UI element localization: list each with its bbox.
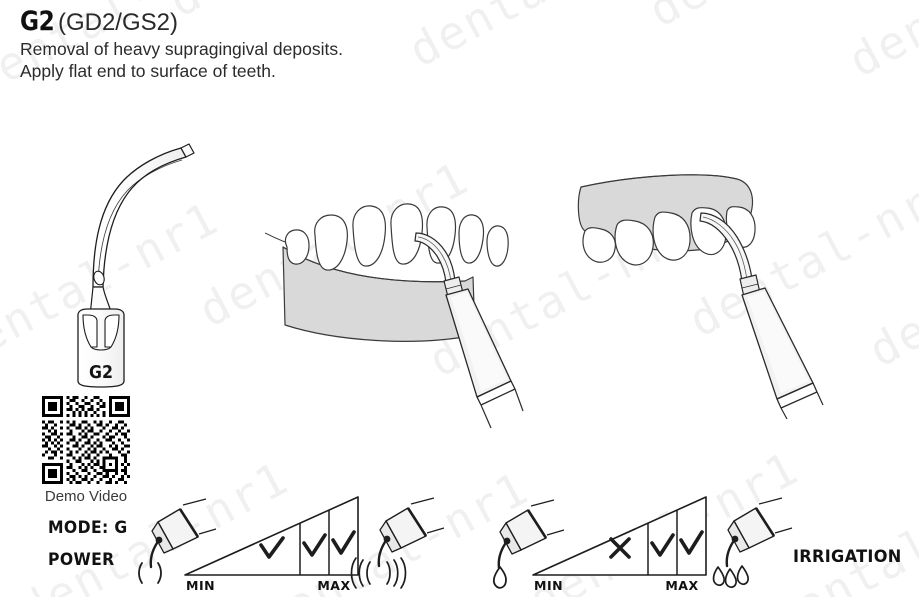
watermark-text: dental-nr1 <box>860 190 919 378</box>
demo-video-caption: Demo Video <box>44 488 128 505</box>
upper-jaw-illustration <box>555 155 845 425</box>
watermark-text: dental-nr1 <box>640 0 919 38</box>
power-min-label: MIN <box>186 578 215 593</box>
watermark-text: dental-nr1 <box>840 0 919 88</box>
handpiece-triple-drop-icon <box>712 497 793 589</box>
handpiece-single-drop-icon <box>493 499 565 589</box>
gauge-cell-mark-check <box>679 530 704 555</box>
gauge-cell-mark-check <box>331 530 356 555</box>
demo-video-block[interactable]: Demo Video <box>38 396 134 505</box>
scaler-tip-icon: G2 <box>77 143 195 388</box>
irrigation-gauge-graphic: MIN MAX <box>493 496 793 593</box>
description-block: Removal of heavy supragingival deposits.… <box>20 39 343 83</box>
power-gauge: MIN MAX <box>128 487 448 597</box>
title-variants: (GD2/GS2) <box>57 9 178 36</box>
description-line-1: Removal of heavy supragingival deposits. <box>20 39 343 59</box>
irrigation-max-label: MAX <box>665 578 698 593</box>
power-label: POWER <box>48 550 115 570</box>
settings-bar: MODE: G POWER <box>0 487 919 597</box>
description-line-2: Apply flat end to surface of teeth. <box>20 60 276 81</box>
irrigation-gauge: MIN MAX <box>478 487 798 597</box>
page-title: G2(GD2/GS2) <box>20 8 343 35</box>
gauge-cell-mark-cross <box>609 537 631 559</box>
lower-jaw-with-handpiece-icon <box>264 203 524 429</box>
irrigation-min-label: MIN <box>534 578 563 593</box>
power-gauge-graphic: MIN MAX <box>138 496 445 593</box>
gauge-cell-mark-check <box>259 536 285 559</box>
qr-code-icon[interactable] <box>42 396 130 484</box>
gauge-cell-mark-check <box>650 533 675 557</box>
title-code: G2 <box>20 6 55 37</box>
mode-label: MODE: G <box>48 518 128 538</box>
tip-engraved-label: G2 <box>89 361 113 382</box>
handpiece-low-vibration-icon <box>138 498 217 584</box>
watermark-text: dental-nr1 <box>400 0 688 78</box>
irrigation-label: IRRIGATION <box>793 547 902 567</box>
handpiece-high-vibration-icon <box>350 497 445 589</box>
header: G2(GD2/GS2) Removal of heavy supragingiv… <box>20 8 343 83</box>
gauge-cell-mark-check <box>302 533 327 557</box>
power-max-label: MAX <box>317 578 350 593</box>
lower-jaw-illustration <box>264 185 525 440</box>
scaler-tip-illustration: G2 <box>55 135 205 395</box>
upper-jaw-with-handpiece-icon <box>577 174 824 420</box>
